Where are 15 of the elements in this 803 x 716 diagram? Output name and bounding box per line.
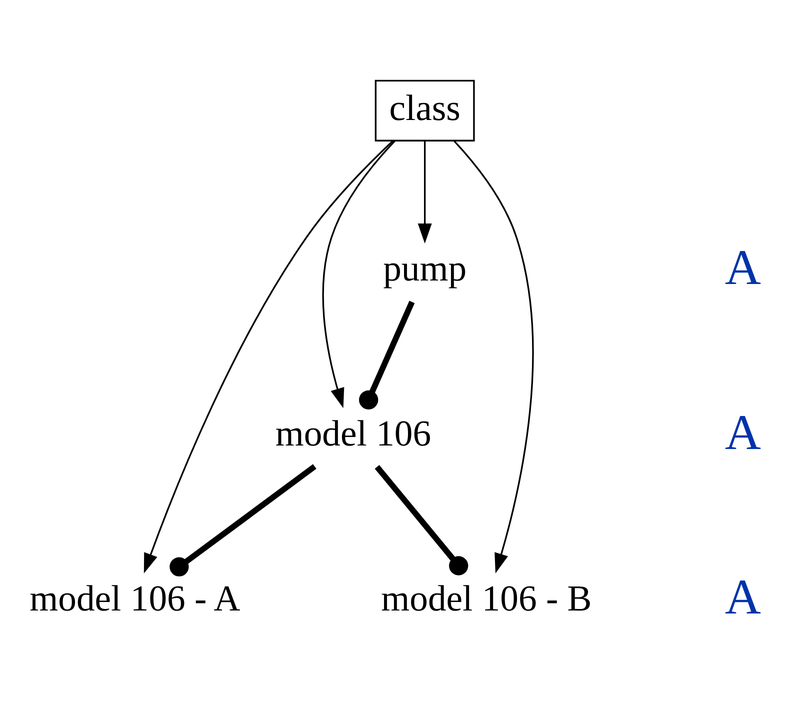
label: A bbox=[724, 404, 762, 460]
node-text: model 106 bbox=[275, 412, 432, 454]
label: A bbox=[724, 568, 762, 625]
label: A bbox=[724, 238, 762, 295]
arrow bbox=[322, 140, 396, 408]
node-text: model 106 - A bbox=[30, 578, 240, 619]
node-text: pump bbox=[383, 248, 467, 289]
node-box: class bbox=[374, 80, 475, 142]
arrow bbox=[454, 140, 534, 574]
arrow bbox=[144, 140, 394, 574]
connector bbox=[359, 300, 415, 410]
connector bbox=[170, 464, 316, 576]
connector bbox=[374, 464, 468, 576]
arrow bbox=[418, 141, 432, 244]
node-text: model 106 - B bbox=[381, 578, 592, 619]
